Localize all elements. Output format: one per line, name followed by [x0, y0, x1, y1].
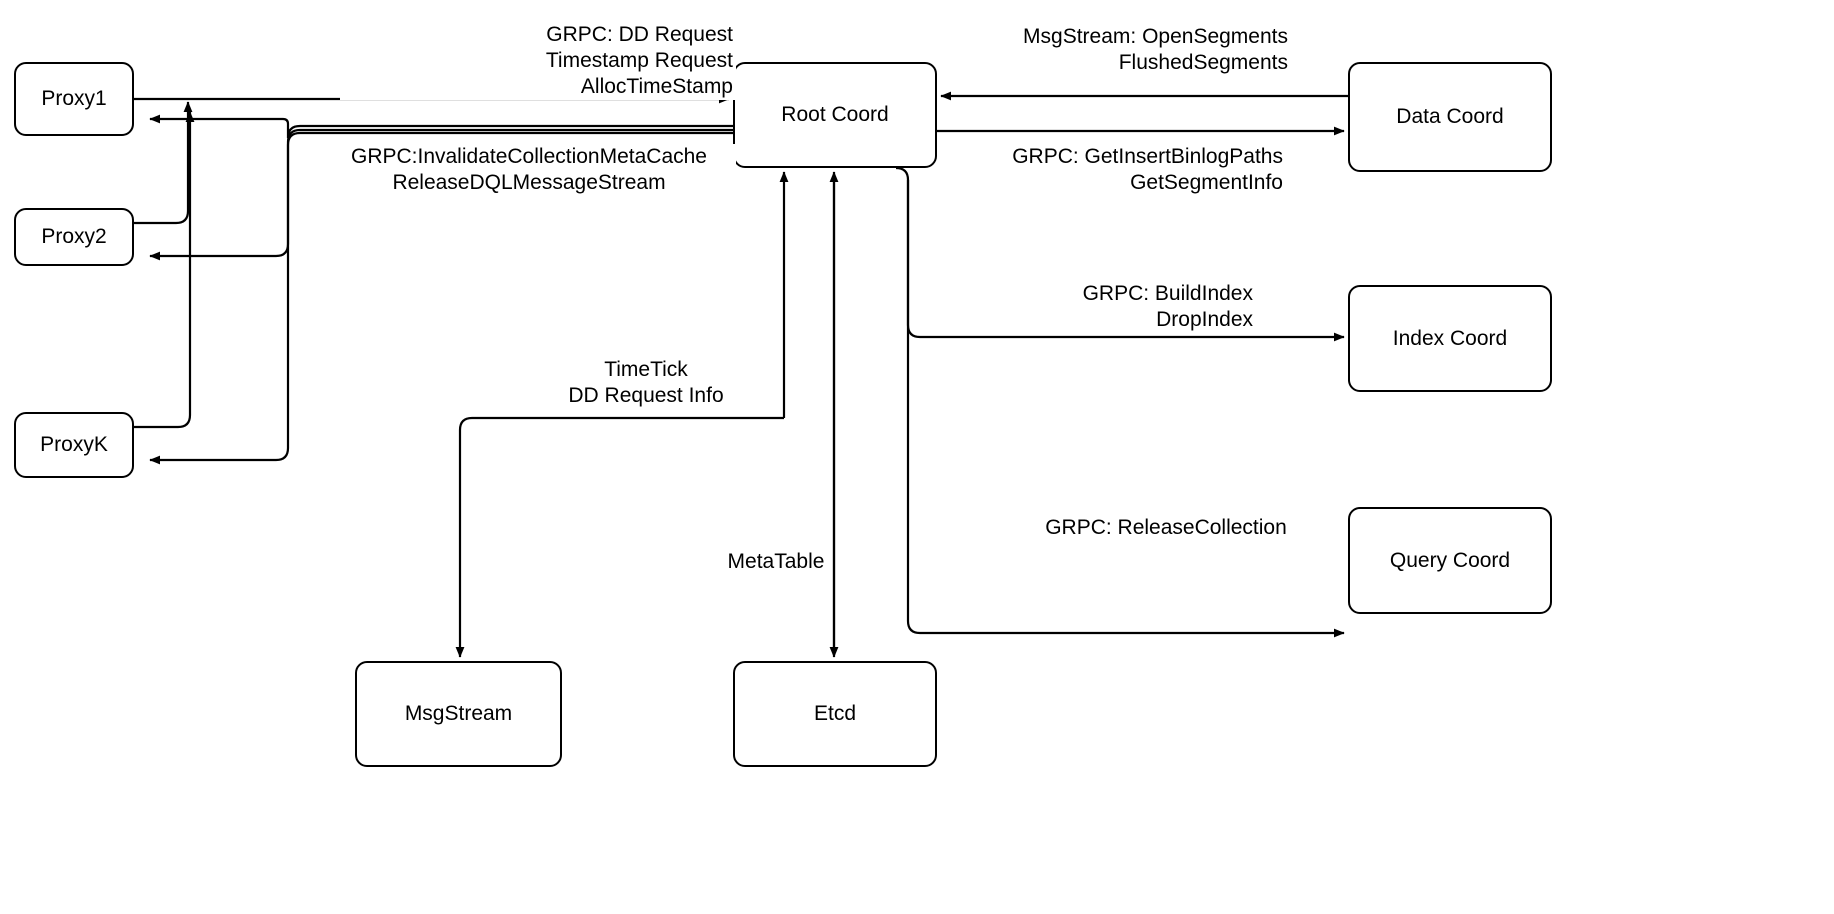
node-etcd-label: Etcd — [813, 702, 857, 725]
wire-rootcoord-to-proxy1 — [149, 114, 733, 139]
node-data-coord[interactable]: Data Coord — [1348, 62, 1552, 172]
edge-label-datacoord-to-rootcoord: MsgStream: OpenSegments FlushedSegments — [955, 24, 1291, 76]
node-etcd[interactable]: Etcd — [733, 661, 937, 767]
wire-rootcoord-to-proxyk — [149, 131, 733, 465]
wire-proxy2-to-rootcoord — [134, 101, 193, 225]
edge-label-rootcoord-to-proxy: GRPC:InvalidateCollectionMetaCache Relea… — [322, 144, 736, 196]
node-proxy1-label: Proxy1 — [41, 87, 107, 110]
edge-label-rootcoord-to-datacoord: GRPC: GetInsertBinlogPaths GetSegmentInf… — [960, 144, 1286, 196]
node-query-coord[interactable]: Query Coord — [1348, 507, 1552, 614]
node-index-coord[interactable]: Index Coord — [1348, 285, 1552, 392]
edge-label-rootcoord-etcd: MetaTable — [723, 549, 829, 575]
edge-label-rootcoord-to-querycoord: GRPC: ReleaseCollection — [1033, 515, 1299, 541]
node-proxyk[interactable]: ProxyK — [14, 412, 134, 478]
node-root-coord[interactable]: Root Coord — [733, 62, 937, 168]
edge-label-proxy-to-rootcoord: GRPC: DD Request Timestamp Request Alloc… — [340, 22, 736, 100]
wire-rootcoord-to-msgstream — [455, 416, 784, 658]
node-proxy2-label: Proxy2 — [41, 225, 107, 248]
wire-rootcoord-to-querycoord — [906, 180, 1345, 638]
node-msgstream-label: MsgStream — [404, 702, 513, 725]
edge-label-rootcoord-to-msgstream: TimeTick DD Request Info — [543, 357, 749, 409]
edge-label-rootcoord-to-indexcoord: GRPC: BuildIndex DropIndex — [1000, 281, 1256, 333]
node-proxy2[interactable]: Proxy2 — [14, 208, 134, 266]
node-root-coord-label: Root Coord — [781, 103, 889, 126]
node-data-coord-label: Data Coord — [1396, 105, 1504, 128]
node-msgstream[interactable]: MsgStream — [355, 661, 562, 767]
node-proxyk-label: ProxyK — [40, 433, 108, 456]
node-index-coord-label: Index Coord — [1392, 326, 1508, 350]
wire-proxyk-to-rootcoord — [134, 111, 195, 429]
node-proxy1[interactable]: Proxy1 — [14, 62, 134, 136]
node-query-coord-label: Query Coord — [1389, 548, 1511, 572]
